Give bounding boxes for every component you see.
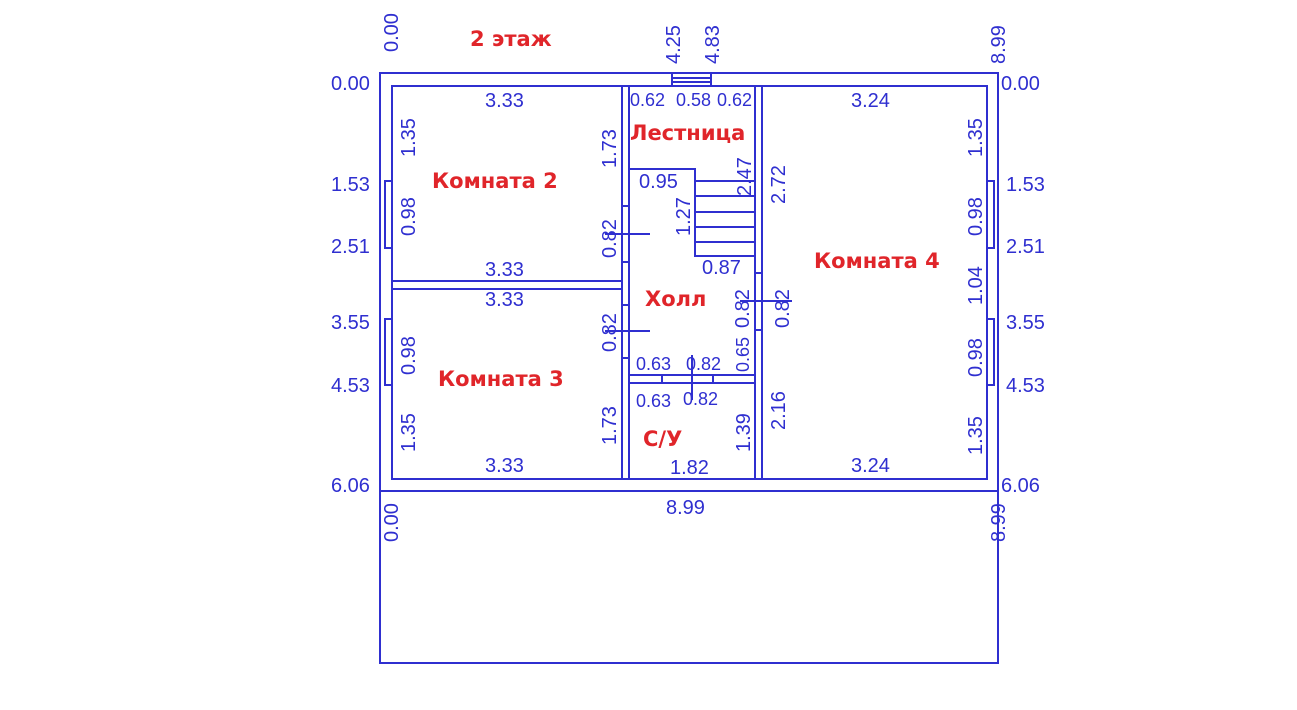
axis-right: 4.53: [1006, 375, 1045, 397]
dim: 1.82: [670, 457, 709, 479]
dim: 1.04: [965, 266, 987, 305]
dim: 0.65: [733, 337, 753, 372]
dim: 3.24: [851, 455, 890, 477]
dim: 1.27: [673, 197, 695, 236]
room-label-room2: Комната 2: [432, 169, 558, 193]
axis-bottom: 8.99: [988, 503, 1010, 542]
dim: 0.82: [732, 289, 754, 328]
total-width: 8.99: [666, 497, 705, 519]
dim: 1.39: [733, 413, 755, 452]
room-label-bathroom: С/У: [643, 427, 682, 451]
doors: [605, 205, 792, 400]
dimensions: 3.33 3.33 1.35 0.98 1.73 0.82 3.33 3.33 …: [398, 90, 987, 479]
room-label-stairs: Лестница: [630, 121, 745, 145]
dim: 0.82: [686, 354, 721, 374]
axis-bottom: 0.00: [381, 503, 403, 542]
axis-left: 1.53: [331, 174, 370, 196]
dim: 0.58: [676, 90, 711, 110]
room-label-room4: Комната 4: [814, 249, 940, 273]
room-label-hall: Холл: [645, 287, 706, 311]
dim: 2.47: [734, 157, 756, 196]
dim: 3.33: [485, 289, 524, 311]
axis-top: 0.00: [381, 13, 403, 52]
axis-top: 4.83: [702, 25, 724, 64]
room-label-room3: Комната 3: [438, 367, 564, 391]
dim: 0.82: [599, 219, 621, 258]
dim: 2.72: [768, 165, 790, 204]
dim: 1.35: [965, 118, 987, 157]
axis-labels: 0.00 4.25 4.83 8.99 0.00 8.99 8.99 0.00 …: [331, 13, 1045, 542]
axis-top: 8.99: [988, 25, 1010, 64]
dim: 0.62: [630, 90, 665, 110]
dim: 3.24: [851, 90, 890, 112]
dim: 1.35: [965, 416, 987, 455]
floor-title: 2 этаж: [470, 27, 552, 51]
stairs: [629, 168, 755, 257]
axis-left: 6.06: [331, 475, 370, 497]
axis-right: 3.55: [1006, 312, 1045, 334]
axis-right: 1.53: [1006, 174, 1045, 196]
axis-right: 2.51: [1006, 236, 1045, 258]
dim: 2.16: [768, 391, 790, 430]
dim: 0.98: [398, 197, 420, 236]
axis-left: 4.53: [331, 375, 370, 397]
dim: 1.73: [599, 406, 621, 445]
axis-left: 0.00: [331, 73, 370, 95]
dim: 0.63: [636, 391, 671, 411]
axis-top: 4.25: [663, 25, 685, 64]
dim: 1.35: [398, 118, 420, 157]
dim: 0.98: [398, 336, 420, 375]
dim: 0.82: [683, 389, 718, 409]
windows: [384, 72, 995, 386]
axis-right: 6.06: [1001, 475, 1040, 497]
dim: 0.95: [639, 171, 678, 193]
dim: 0.98: [965, 197, 987, 236]
dim: 0.82: [599, 313, 621, 352]
axis-left: 2.51: [331, 236, 370, 258]
dim: 0.63: [636, 354, 671, 374]
dim: 0.87: [702, 257, 741, 279]
dim: 0.98: [965, 338, 987, 377]
dim: 3.33: [485, 259, 524, 281]
axis-right: 0.00: [1001, 73, 1040, 95]
dim: 0.82: [772, 289, 794, 328]
dim: 3.33: [485, 90, 524, 112]
axis-left: 3.55: [331, 312, 370, 334]
dim: 1.35: [398, 413, 420, 452]
dim: 3.33: [485, 455, 524, 477]
dim: 1.73: [599, 129, 621, 168]
dim: 0.62: [717, 90, 752, 110]
